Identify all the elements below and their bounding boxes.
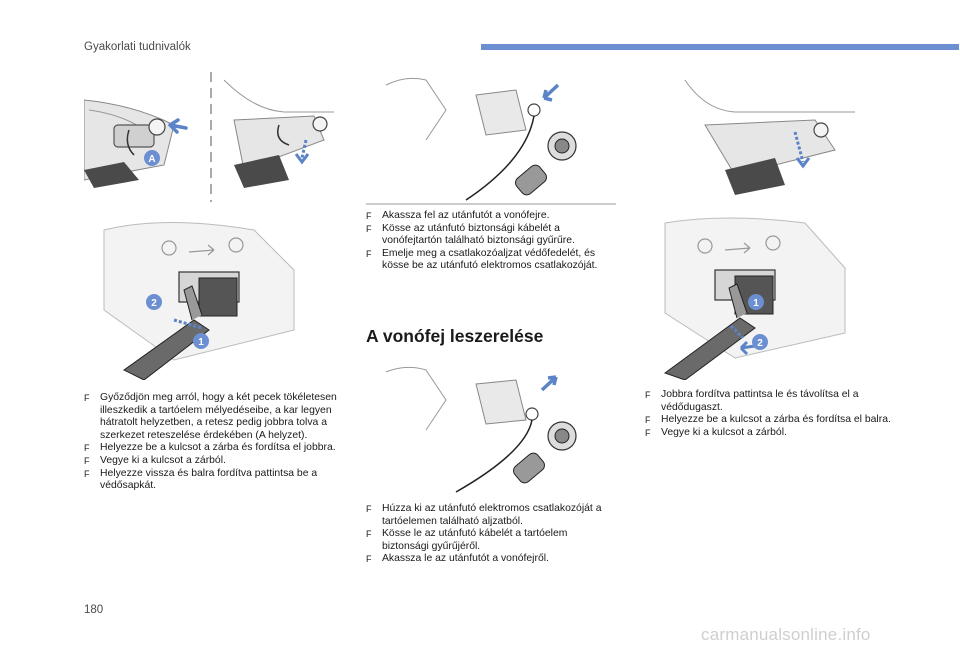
section-title: A vonófej leszerelése	[366, 326, 544, 346]
header-title: Gyakorlati tudnivalók	[84, 41, 191, 53]
towbar-clip-arrow-icon	[84, 99, 188, 188]
instruction-item: Helyezze be a kulcsot a zárba és fordíts…	[84, 442, 342, 455]
instruction-item: Emelje meg a csatlakozóaljzat védőfedelé…	[366, 248, 616, 273]
lock-key-illustration: 2 1	[84, 210, 344, 380]
lock-key-icon	[103, 222, 295, 380]
callout-badge-a: A	[144, 150, 160, 166]
instruction-item: Akassza le az utánfutót a vonófejről.	[366, 553, 616, 566]
towbar-clip-illustration: A	[84, 70, 344, 202]
towbar-clip-closed-icon	[223, 79, 334, 188]
callout-badge-1: 1	[193, 333, 209, 349]
badge-1-label: 1	[198, 337, 204, 348]
callout-badge-2-right: 2	[752, 334, 768, 350]
instruction-item: Jobbra fordítva pattintsa le és távolíts…	[645, 389, 895, 414]
instruction-item: Vegye ki a kulcsot a zárból.	[84, 455, 342, 468]
header-accent-bar	[481, 44, 959, 50]
socket-cable-icon	[366, 77, 616, 205]
callout-badge-1-right: 1	[748, 294, 764, 310]
middle-top-instructions: Akassza fel az utánfutót a vonófejre. Kö…	[366, 210, 616, 273]
callout-badge-2: 2	[146, 294, 162, 310]
page-number: 180	[84, 604, 104, 616]
instruction-item: Húzza ki az utánfutó elektromos csatlako…	[366, 503, 616, 528]
socket-cable-illustration	[366, 70, 616, 205]
middle-bottom-instructions: Húzza ki az utánfutó elektromos csatlako…	[366, 503, 616, 566]
left-column-instructions: Győződjön meg arról, hogy a két pecek tö…	[84, 392, 342, 493]
instruction-item: Akassza fel az utánfutót a vonófejre.	[366, 210, 616, 223]
instruction-item: Kösse az utánfutó biztonsági kábelét a v…	[366, 223, 616, 248]
badge-a-label: A	[148, 154, 155, 165]
badge-right-1-label: 1	[753, 298, 759, 309]
socket-cable-unplug-illustration	[366, 362, 616, 496]
lock-key-remove-icon	[663, 217, 846, 380]
instruction-item: Vegye ki a kulcsot a zárból.	[645, 427, 895, 440]
instruction-item: Helyezze vissza és balra fordítva pattin…	[84, 468, 342, 493]
instruction-item: Helyezze be a kulcsot a zárba és fordíts…	[645, 414, 895, 427]
badge-right-2-label: 2	[757, 338, 763, 349]
instruction-item: Győződjön meg arról, hogy a két pecek tö…	[84, 392, 342, 442]
lock-key-remove-illustration: 1 2	[645, 208, 875, 380]
badge-2-label: 2	[151, 298, 157, 309]
right-column-instructions: Jobbra fordítva pattintsa le és távolíts…	[645, 389, 895, 439]
towbar-detached-illustration	[645, 70, 875, 200]
socket-cable-unplug-icon	[385, 366, 577, 493]
watermark: carmanualsonline.info	[701, 625, 871, 644]
towbar-detached-icon	[684, 79, 855, 195]
instruction-item: Kösse le az utánfutó kábelét a tartóelem…	[366, 528, 616, 553]
